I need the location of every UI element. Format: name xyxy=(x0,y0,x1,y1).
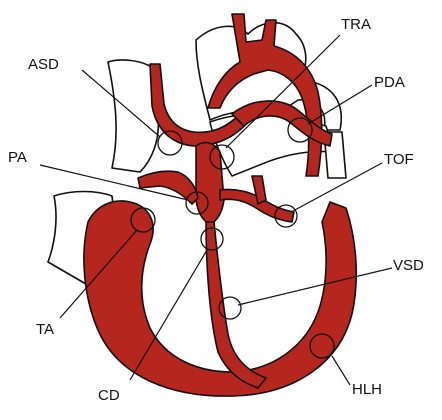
vsd-leader xyxy=(238,268,392,305)
label-pda: PDA xyxy=(374,74,405,91)
label-tra: TRA xyxy=(341,16,371,33)
hlh-leader xyxy=(332,356,350,385)
label-pa: PA xyxy=(8,149,27,166)
label-tof: TOF xyxy=(384,151,414,168)
left-branch xyxy=(138,171,198,204)
label-vsd: VSD xyxy=(393,257,424,274)
label-asd: ASD xyxy=(28,56,59,73)
label-hlh: HLH xyxy=(352,381,382,398)
label-cd: CD xyxy=(98,387,120,404)
ventricular-septum xyxy=(206,222,266,388)
label-ta: TA xyxy=(36,321,54,338)
